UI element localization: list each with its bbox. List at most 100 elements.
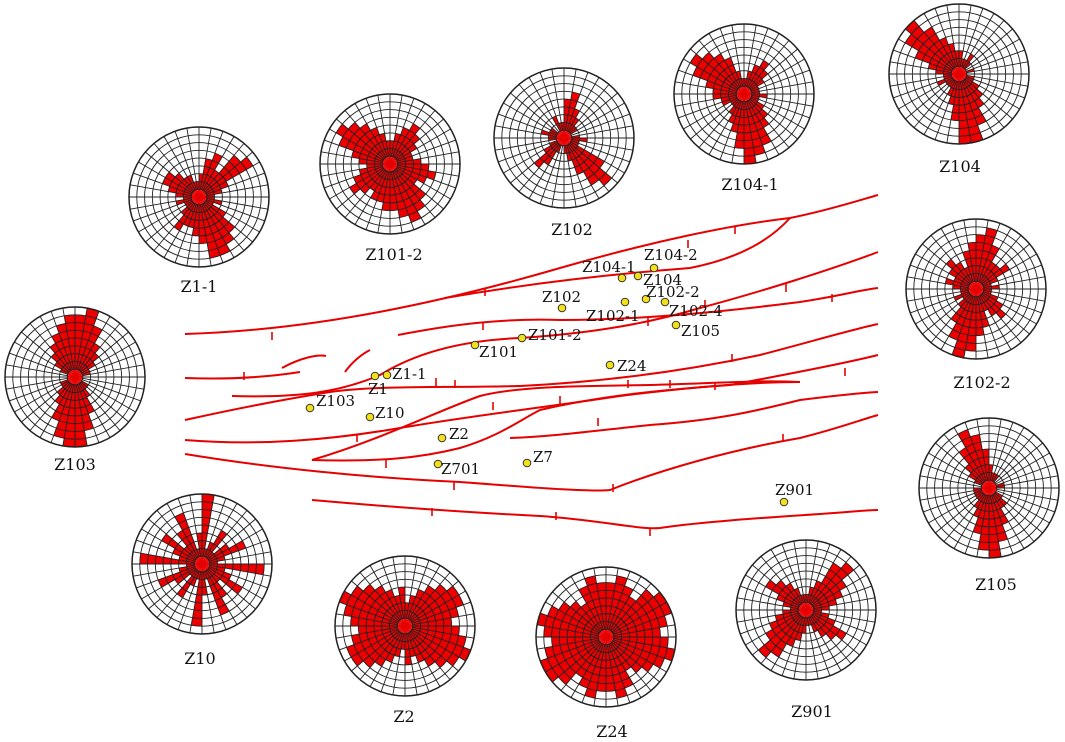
rose-center-dot	[739, 89, 749, 99]
rose-petal	[976, 265, 1000, 289]
well-label: Z1-1	[392, 365, 427, 383]
well-dot	[305, 403, 315, 413]
rose-petal	[606, 637, 665, 669]
well-label: Z104	[643, 271, 682, 289]
rose-petal	[390, 123, 420, 164]
well-marker: Z102-2	[641, 283, 700, 304]
rose-petal	[540, 637, 606, 672]
well-dot	[641, 294, 651, 304]
rose-petal	[765, 610, 806, 640]
rose-petal	[351, 626, 405, 666]
rose-petal	[405, 594, 464, 626]
rose-petal	[786, 583, 806, 610]
rose-label: Z101-2	[365, 245, 422, 264]
rose-label: Z103	[54, 455, 96, 474]
rose-petal	[692, 66, 744, 94]
rose-grid	[918, 417, 1060, 559]
rose-petal	[959, 74, 987, 126]
rose-petal	[959, 447, 989, 488]
rose-petal	[161, 534, 202, 564]
rose-petal	[363, 626, 405, 668]
rose-petal	[348, 122, 390, 164]
rose-petal	[729, 94, 744, 115]
rose-petal	[339, 591, 405, 626]
rose-label: Z1-1	[181, 277, 218, 296]
rose-petal	[765, 580, 806, 610]
rose-petal	[405, 626, 471, 661]
rose-center-dot	[197, 559, 207, 569]
rose-petal	[974, 488, 989, 509]
rose-petal	[390, 164, 425, 212]
rose-petal	[390, 134, 420, 164]
rose-label: Z102	[551, 220, 593, 239]
well-label: Z101-2	[528, 326, 582, 344]
rose-petal	[199, 197, 226, 217]
rose-petal	[965, 464, 989, 488]
rose-diagram: Z101-2	[319, 93, 461, 264]
rose-petal	[202, 544, 229, 564]
rose-petal	[54, 362, 75, 377]
rose-diagram: Z104-1	[673, 23, 815, 194]
rose-label: Z24	[596, 722, 627, 741]
rose-petal	[199, 157, 253, 197]
rose-grid	[493, 67, 635, 209]
rose-petal	[405, 584, 447, 626]
rose-grid	[128, 126, 270, 268]
rose-petal	[806, 562, 841, 610]
rose-label: Z105	[975, 575, 1017, 594]
rose-petal	[578, 585, 606, 637]
well-dot	[779, 497, 789, 507]
rose-petal	[968, 473, 989, 488]
rose-petal	[199, 197, 235, 233]
rose-petal	[75, 377, 90, 398]
rose-petal	[946, 259, 976, 289]
rose-petal	[545, 637, 606, 682]
rose-petal	[989, 488, 1007, 506]
rose-label: Z104	[939, 157, 981, 176]
fault-ticks	[243, 226, 846, 536]
rose-petal	[924, 26, 959, 75]
rose-petal	[606, 585, 634, 637]
well-label: Z104-2	[644, 246, 698, 264]
rose-petal	[75, 362, 96, 377]
well-marker: Z101-2	[517, 326, 582, 344]
rose-center-dot	[559, 133, 569, 143]
well-marker: Z24	[605, 357, 647, 375]
fault-line	[184, 414, 879, 492]
rose-petal	[544, 138, 564, 165]
rose-center-dot	[400, 621, 410, 631]
well-label: Z105	[681, 322, 720, 340]
rose-label: Z10	[184, 649, 215, 668]
rose-diagrams: Z1-1Z101-2Z102Z104-1Z104Z102-2Z103Z105Z1…	[4, 3, 1060, 741]
rose-petal	[375, 585, 405, 626]
rose-grid	[131, 493, 273, 635]
well-dot	[617, 273, 627, 283]
rose-petal	[390, 164, 422, 223]
rose-petal	[405, 626, 459, 666]
rose-diagram: Z2	[334, 555, 476, 726]
rose-petal	[905, 34, 959, 74]
well-marker: Z101	[470, 340, 518, 361]
fault-line	[184, 381, 801, 444]
well-dot	[470, 340, 480, 350]
rose-petal	[360, 164, 390, 194]
rose-petal	[558, 637, 606, 685]
well-label: Z701	[441, 460, 480, 478]
rose-petal	[714, 53, 744, 94]
rose-petal	[174, 512, 202, 564]
well-label: Z24	[617, 357, 647, 375]
rose-petal	[175, 564, 202, 584]
rose-petal	[363, 584, 405, 626]
well-marker: Z105	[671, 320, 720, 340]
rose-petal	[702, 52, 744, 94]
rose-center-dot	[971, 284, 981, 294]
well-dot	[382, 370, 392, 380]
fault-line	[444, 217, 791, 299]
rose-center-dot	[194, 192, 204, 202]
fault-line	[311, 499, 879, 530]
fault-line	[184, 323, 879, 421]
well-label: Z7	[533, 448, 553, 466]
well-marker: Z103	[305, 392, 355, 413]
rose-petal	[606, 589, 654, 637]
rose-diagram: Z10	[131, 493, 273, 668]
